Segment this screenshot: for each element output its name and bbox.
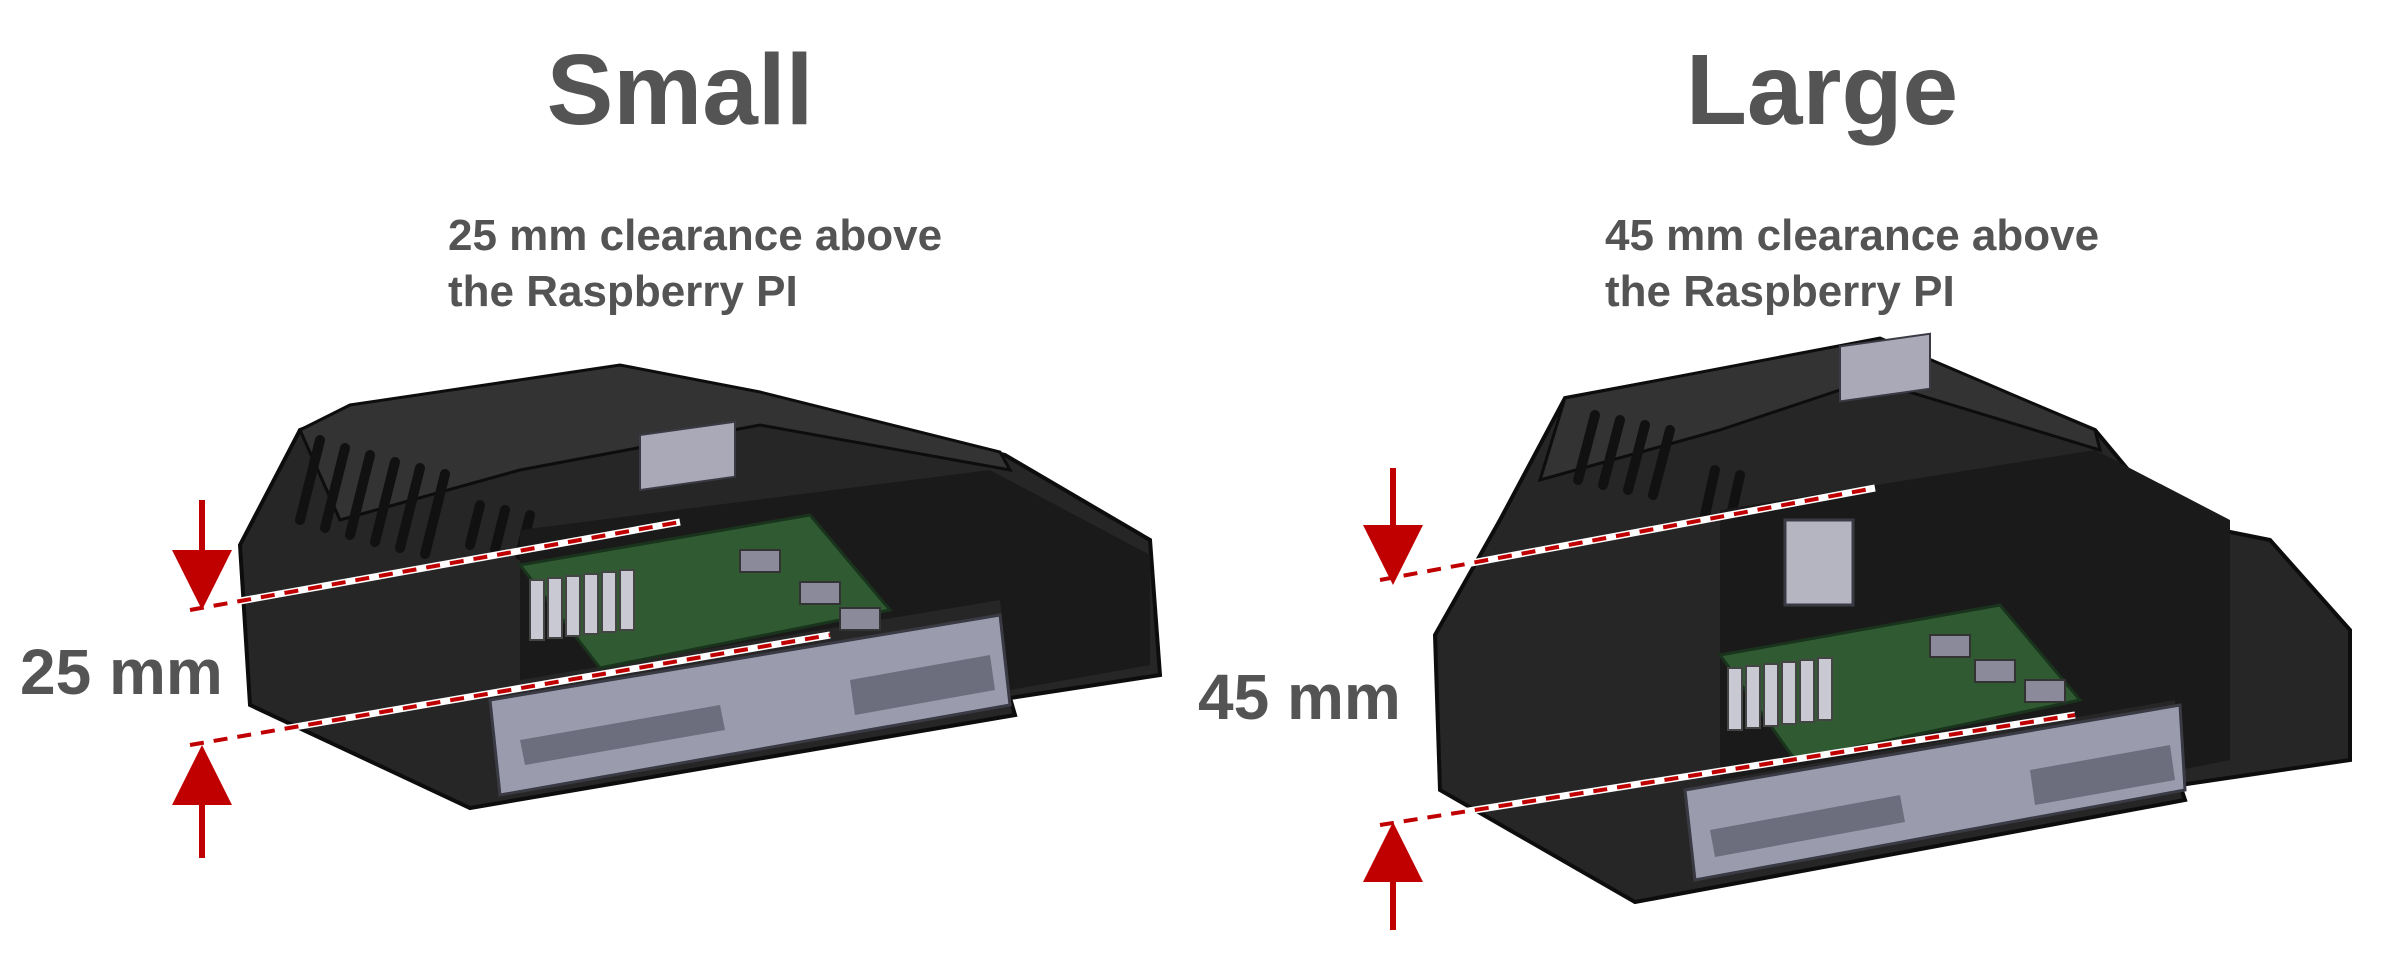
small-enclosure (237, 363, 1163, 811)
small-title: Small (546, 34, 814, 146)
large-note-line2: the Raspberry PI (1605, 267, 1955, 316)
small-note-line2: the Raspberry PI (448, 267, 798, 316)
small-clearance-note: 25 mm clearance above the Raspberry PI (448, 208, 942, 320)
large-enclosure (1432, 332, 2352, 905)
large-note-line1: 45 mm clearance above (1605, 211, 2100, 260)
large-clearance-note: 45 mm clearance above the Raspberry PI (1605, 208, 2099, 320)
small-clearance-lines (189, 518, 831, 749)
small-dimension-label: 25 mm (20, 636, 223, 708)
small-note-line1: 25 mm clearance above (448, 211, 943, 260)
large-dimension-label: 45 mm (1198, 661, 1401, 733)
small-vent-slots (295, 435, 535, 560)
large-clearance-lines (1379, 484, 2076, 829)
large-title: Large (1685, 34, 1959, 146)
